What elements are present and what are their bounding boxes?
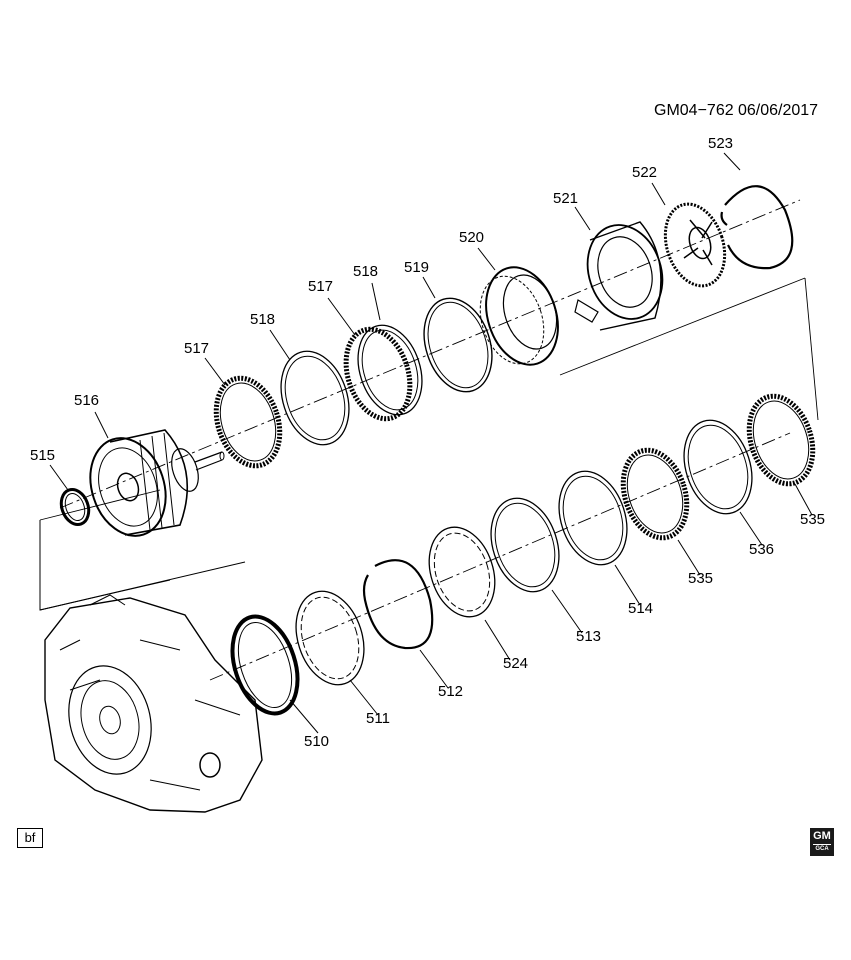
frame-top-left — [39, 489, 161, 521]
leader-lines — [49, 152, 813, 734]
callout-511: 511 — [366, 710, 390, 727]
upper-axis — [59, 199, 801, 509]
part-517-friction-plate-a — [213, 375, 283, 469]
callout-517a: 517 — [184, 340, 209, 357]
gm-logo-subtext: GCA — [813, 844, 831, 853]
part-521-housing — [574, 221, 664, 331]
callout-513: 513 — [576, 628, 601, 645]
part-535-friction-plate-b — [746, 393, 816, 487]
assembly-frame — [39, 520, 171, 611]
frame-right — [804, 277, 819, 421]
callout-522: 522 — [632, 164, 657, 181]
lower-axis — [209, 432, 791, 681]
callout-514: 514 — [628, 600, 653, 617]
part-536-plate — [683, 419, 753, 515]
callout-536: 536 — [749, 541, 774, 558]
part-517-518-plate-pack — [343, 324, 423, 422]
transmission-case — [44, 594, 263, 813]
frame-top-right — [559, 277, 806, 376]
part-524-plate — [428, 526, 496, 618]
callout-515: 515 — [30, 447, 55, 464]
part-520-piston — [479, 266, 559, 366]
callout-520: 520 — [459, 229, 484, 246]
bf-tag: bf — [17, 828, 43, 848]
gm-logo: GM GCA — [810, 828, 834, 856]
part-519-plate — [423, 297, 493, 393]
callout-510: 510 — [304, 733, 329, 750]
callout-518a: 518 — [250, 311, 275, 328]
part-523-snap-ring — [720, 185, 794, 270]
callout-516: 516 — [74, 392, 99, 409]
callout-524: 524 — [503, 655, 528, 672]
callout-517b: 517 — [308, 278, 333, 295]
part-516-clutch-drum — [89, 429, 225, 537]
callout-523: 523 — [708, 135, 733, 152]
callout-512: 512 — [438, 683, 463, 700]
callout-519: 519 — [404, 259, 429, 276]
diagram-date: 06/06/2017 — [738, 102, 818, 119]
callout-518b: 518 — [353, 263, 378, 280]
part-518-steel-plate-a — [280, 350, 350, 446]
part-514-plate — [558, 470, 628, 566]
callout-535a: 535 — [688, 570, 713, 587]
part-522-hub — [663, 202, 727, 288]
part-535-friction-plate-a — [620, 447, 690, 541]
callout-521: 521 — [553, 190, 578, 207]
callouts: 515 516 517 518 517 518 519 520 521 522 … — [30, 135, 825, 750]
part-513-plate — [490, 497, 560, 593]
part-511-plate — [295, 590, 365, 686]
part-512-snap-ring — [362, 559, 434, 650]
gm-logo-text: GM — [813, 830, 831, 842]
part-515-snap-ring — [59, 488, 91, 526]
frame-bottom — [39, 561, 246, 611]
part-510-seal — [230, 614, 300, 716]
callout-535b: 535 — [800, 511, 825, 528]
diagram-id: GM04−762 — [654, 102, 734, 119]
